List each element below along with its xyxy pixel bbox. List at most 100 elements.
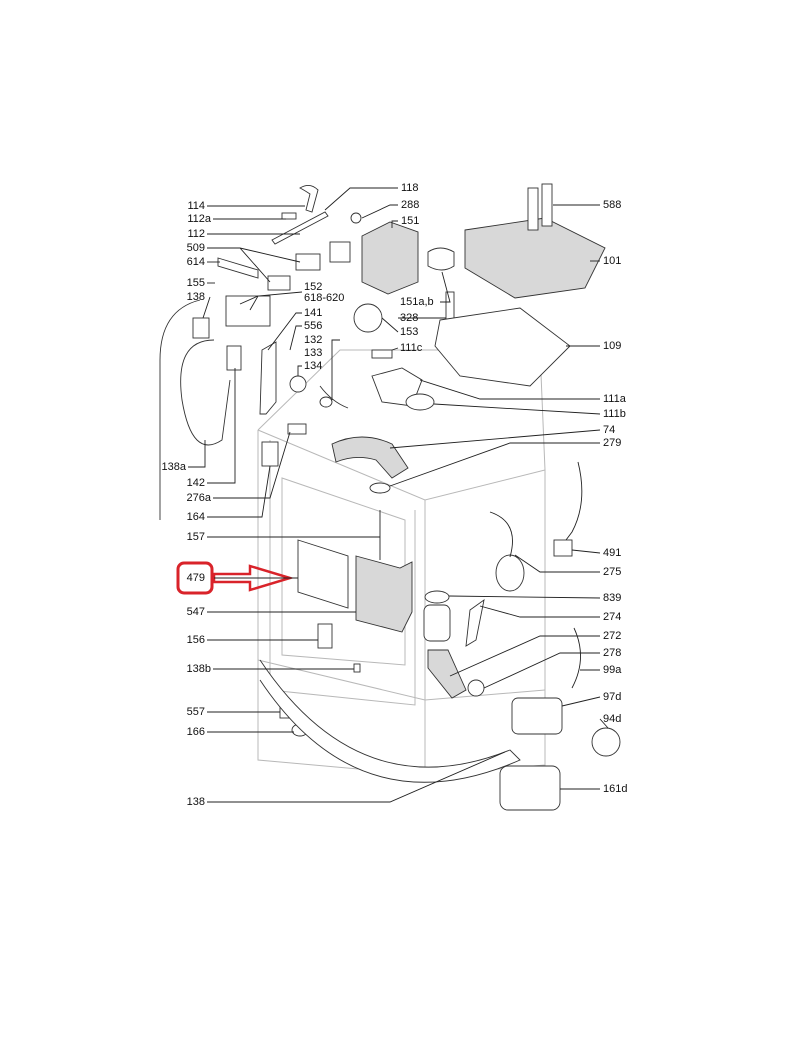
module-547	[355, 555, 413, 633]
filter-156	[317, 623, 333, 649]
programmer-151	[361, 221, 419, 295]
hose-part-114	[299, 185, 319, 213]
label-278: 278	[603, 647, 622, 659]
pressure-chamber-275	[495, 554, 525, 592]
label-138a: 138a	[161, 461, 186, 473]
capacitor-164	[261, 441, 279, 467]
bar-112	[271, 211, 329, 245]
label-153: 153	[400, 326, 419, 338]
tube-588b	[541, 183, 553, 227]
label-272: 272	[603, 630, 622, 642]
filter-cap-94d	[591, 727, 621, 757]
label-839: 839	[603, 592, 622, 604]
label-134: 134	[304, 360, 323, 372]
label-151: 151	[401, 215, 420, 227]
seal-111b	[405, 393, 435, 411]
highlight-arrow-icon	[212, 564, 295, 592]
label-111b: 111b	[603, 408, 626, 420]
leader-lines	[188, 187, 609, 803]
clamp-279	[369, 482, 391, 494]
label-276a: 276a	[186, 492, 211, 504]
heater-274	[465, 598, 485, 647]
label-94d: 94d	[603, 713, 622, 725]
label-556: 556	[304, 320, 323, 332]
power-cord-491	[559, 461, 583, 549]
label-97d: 97d	[603, 691, 622, 703]
pressure-switch-151ab	[427, 247, 455, 271]
pcb-479	[297, 539, 349, 609]
hose-142	[226, 345, 242, 371]
label-274: 274	[603, 611, 622, 623]
door-lock-134	[289, 375, 307, 393]
pressure-switch-153	[353, 303, 383, 333]
pump-161d	[499, 765, 561, 811]
clip-138b	[353, 663, 361, 673]
label-138-top: 138	[186, 291, 205, 303]
drawer-109	[434, 307, 571, 387]
label-132: 132	[304, 334, 323, 346]
clamp-278	[467, 679, 485, 697]
label-328: 328	[400, 312, 419, 324]
label-161d: 161d	[603, 783, 628, 795]
label-509: 509	[186, 242, 205, 254]
label-479: 479	[186, 572, 205, 584]
pump-97d	[511, 697, 563, 735]
part-112a	[281, 212, 297, 220]
label-151ab: 151a,b	[400, 296, 434, 308]
label-101: 101	[603, 255, 622, 267]
clamp-839	[424, 590, 450, 604]
hose-end-138	[192, 317, 210, 339]
tube-588a	[527, 187, 539, 231]
label-618-620: 618-620	[304, 292, 345, 304]
selector-288	[329, 241, 351, 263]
label-112: 112	[187, 228, 205, 240]
label-155: 155	[186, 277, 205, 289]
connectors-152	[225, 295, 271, 327]
label-166: 166	[186, 726, 205, 738]
highlight-479	[176, 561, 298, 595]
plug-491	[553, 539, 573, 557]
label-99a: 99a	[603, 664, 622, 676]
label-614: 614	[186, 256, 205, 268]
label-138-bottom: 138	[186, 796, 205, 808]
parts	[159, 183, 621, 811]
label-141: 141	[304, 307, 323, 319]
hose-138a	[180, 339, 231, 446]
part-328	[445, 291, 455, 321]
label-156: 156	[186, 634, 205, 646]
strip-614	[217, 257, 259, 279]
hose-132	[319, 385, 349, 409]
switch-509b	[267, 275, 291, 291]
hose-74	[331, 436, 409, 479]
tube-275	[489, 511, 513, 558]
label-111c: 111c	[400, 342, 423, 354]
drain-hose-138-bottom	[259, 659, 521, 783]
label-133: 133	[304, 347, 323, 359]
label-114: 114	[187, 200, 205, 212]
part-111c	[371, 349, 393, 359]
sump-272	[423, 604, 451, 642]
label-109: 109	[603, 340, 622, 352]
part-276a	[287, 423, 307, 435]
bracket-556	[259, 341, 277, 415]
label-112a: 112a	[187, 213, 211, 225]
label-491: 491	[603, 547, 622, 559]
label-279: 279	[603, 437, 622, 449]
knob-288	[350, 212, 362, 224]
switch-509	[295, 253, 321, 271]
label-288: 288	[401, 199, 420, 211]
label-557: 557	[186, 706, 205, 718]
label-152: 152	[304, 281, 323, 293]
label-547: 547	[186, 606, 205, 618]
label-142: 142	[186, 477, 205, 489]
clamp-133	[319, 396, 333, 408]
label-157: 157	[186, 531, 205, 543]
highlight-box	[176, 561, 214, 595]
label-74: 74	[603, 424, 616, 436]
label-118: 118	[401, 182, 419, 194]
label-275: 275	[603, 566, 622, 578]
label-588: 588	[603, 199, 622, 211]
label-164: 164	[186, 511, 205, 523]
label-111a: 111a	[603, 393, 626, 405]
